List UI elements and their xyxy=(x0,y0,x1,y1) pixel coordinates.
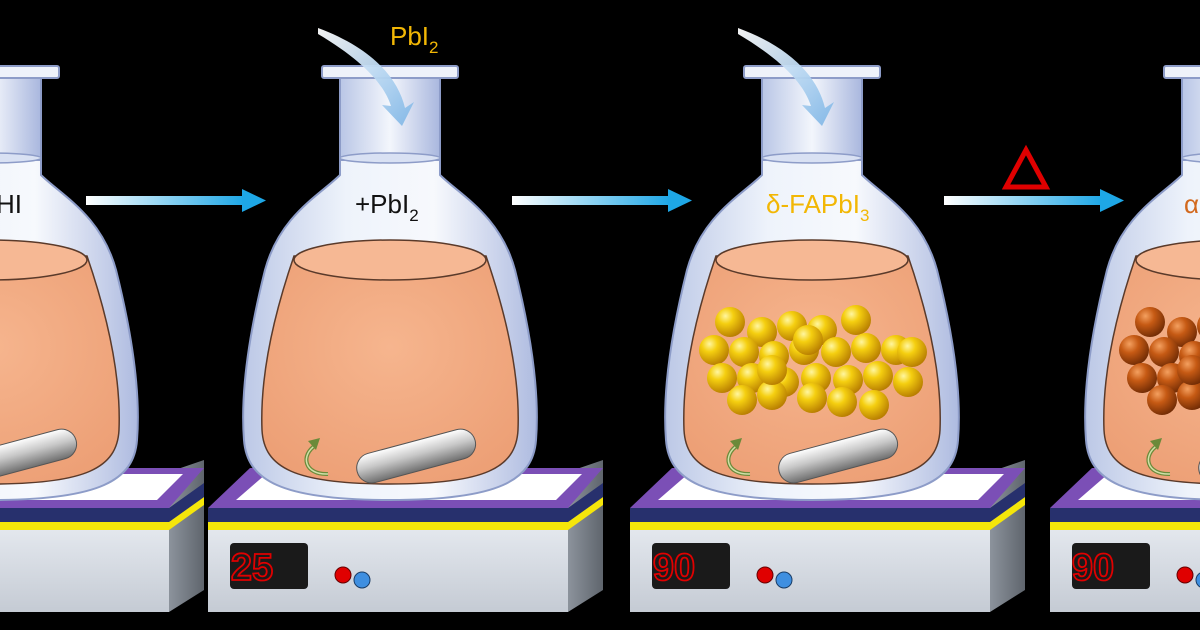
particle-sphere xyxy=(757,380,787,410)
stir-bar-icon xyxy=(1198,428,1200,484)
particle-sphere xyxy=(1149,337,1179,367)
blue-knob-icon xyxy=(775,571,793,589)
particle-sphere xyxy=(841,305,871,335)
stir-bar-icon xyxy=(0,428,78,484)
liquid-surface xyxy=(1135,240,1200,280)
flask-label-3: δ-FAPbI3 xyxy=(766,189,869,225)
particle-cluster xyxy=(1119,307,1200,415)
blue-knob-icon xyxy=(353,571,371,589)
flask-icon xyxy=(1084,65,1200,501)
particle-sphere xyxy=(747,317,777,347)
particle-sphere xyxy=(859,390,889,420)
blue-knob-icon xyxy=(1195,572,1200,588)
process-arrow-icon xyxy=(944,189,1124,212)
display-panel xyxy=(230,543,308,589)
pour-arrow-icon xyxy=(318,28,414,126)
process-arrow-icon xyxy=(512,189,692,212)
liquid xyxy=(0,255,120,485)
liquid-surface xyxy=(715,239,909,281)
particle-sphere xyxy=(727,385,757,415)
rotation-arrow-icon xyxy=(304,438,329,477)
red-knob-icon xyxy=(334,566,352,584)
flask-icon xyxy=(664,65,960,502)
display-panel xyxy=(1072,543,1150,589)
particle-sphere xyxy=(1127,363,1157,393)
display-panel xyxy=(652,543,730,589)
particle-sphere xyxy=(699,335,729,365)
particle-sphere xyxy=(851,333,881,363)
particle-sphere xyxy=(1197,317,1200,335)
stir-bar-icon xyxy=(778,428,899,484)
particle-sphere xyxy=(757,355,787,385)
particle-sphere xyxy=(897,337,927,367)
liquid xyxy=(261,255,519,485)
particle-sphere xyxy=(1119,335,1149,365)
particle-cluster xyxy=(699,305,927,420)
stir-bar-icon xyxy=(356,428,477,484)
particle-sphere xyxy=(707,363,737,393)
flask-label-2: +PbI2 xyxy=(355,189,419,225)
temperature-display-2: 25 xyxy=(231,547,273,589)
added-reagent-label: PbI2 xyxy=(390,21,439,57)
process-arrow-icon xyxy=(86,189,266,212)
flask-label-1: HI xyxy=(0,189,22,219)
rotation-arrow-icon xyxy=(726,438,751,477)
liquid-surface xyxy=(0,239,88,281)
red-knob-icon xyxy=(1176,566,1194,584)
particle-sphere xyxy=(1177,380,1200,410)
particle-sphere xyxy=(1167,317,1197,347)
particle-sphere xyxy=(1135,307,1165,337)
rotation-arrow-icon xyxy=(1146,438,1171,477)
flask-label-4: α- xyxy=(1184,189,1200,219)
particle-sphere xyxy=(793,325,823,355)
liquid-surface xyxy=(293,239,487,281)
heat-triangle-icon xyxy=(1001,144,1051,190)
particle-sphere xyxy=(1147,385,1177,415)
red-knob-icon xyxy=(756,566,774,584)
temperature-display-3: 90 xyxy=(653,547,695,589)
particle-sphere xyxy=(729,337,759,367)
particle-sphere xyxy=(863,361,893,391)
hotplate-icon xyxy=(0,460,204,612)
particle-sphere xyxy=(797,383,827,413)
particle-sphere xyxy=(827,387,857,417)
flask-icon xyxy=(242,65,538,502)
pour-arrow-icon xyxy=(738,28,834,126)
flask-icon xyxy=(0,65,139,501)
particle-sphere xyxy=(1177,355,1200,385)
particle-sphere xyxy=(715,307,745,337)
particle-sphere xyxy=(893,367,923,397)
particle-sphere xyxy=(821,337,851,367)
temperature-display-4: 90 xyxy=(1072,547,1114,589)
